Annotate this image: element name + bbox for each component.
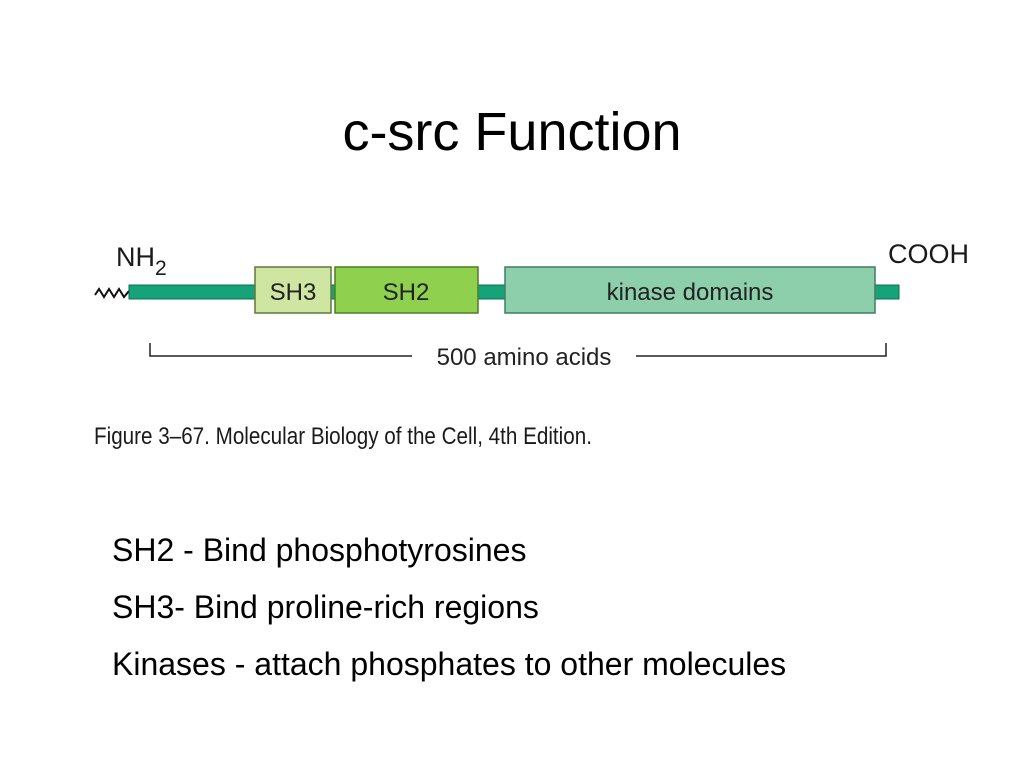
notes-list: SH2 - Bind phosphotyrosines SH3- Bind pr…: [112, 522, 786, 693]
n-terminus-label: NH2: [116, 242, 167, 280]
figure-caption: Figure 3–67. Molecular Biology of the Ce…: [94, 423, 592, 450]
sh3-domain-label: SH3: [270, 279, 317, 306]
sh2-domain-box: [334, 266, 479, 314]
sh3-domain-box: [254, 266, 332, 314]
note-item-sh2: SH2 - Bind phosphotyrosines: [112, 532, 527, 568]
length-scale-label: 500 amino acids: [437, 344, 612, 371]
sh2-domain-label: SH2: [383, 279, 430, 306]
length-scale-bracket-right: [636, 343, 887, 357]
length-scale-bracket-left: [149, 343, 412, 357]
slide-title: c-src Function: [342, 102, 682, 162]
kinase-domain-label: kinase domains: [607, 279, 774, 306]
kinase-domain-box: [504, 266, 876, 314]
note-item-sh3: SH3- Bind proline-rich regions: [112, 589, 539, 625]
c-terminus-label: COOH: [888, 239, 969, 269]
note-item-kinases: Kinases - attach phosphates to other mol…: [112, 646, 787, 682]
n-terminal-tail-zigzag: [94, 287, 130, 299]
